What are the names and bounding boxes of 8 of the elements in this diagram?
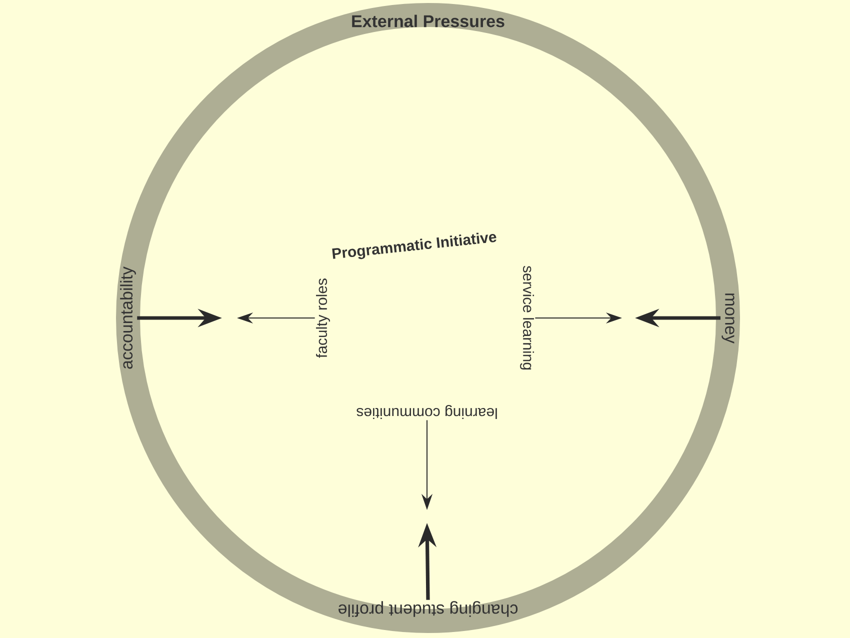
ring bbox=[116, 3, 740, 633]
text-label: learning communities bbox=[356, 405, 497, 419]
text-label: service learning bbox=[520, 266, 534, 370]
ring-title: External Pressures bbox=[352, 14, 504, 28]
circle-title: Programmatic Initiative bbox=[332, 232, 496, 260]
text-label: money bbox=[722, 294, 734, 344]
text-label: accountability bbox=[120, 266, 136, 369]
text-label: faculty roles bbox=[316, 278, 330, 358]
